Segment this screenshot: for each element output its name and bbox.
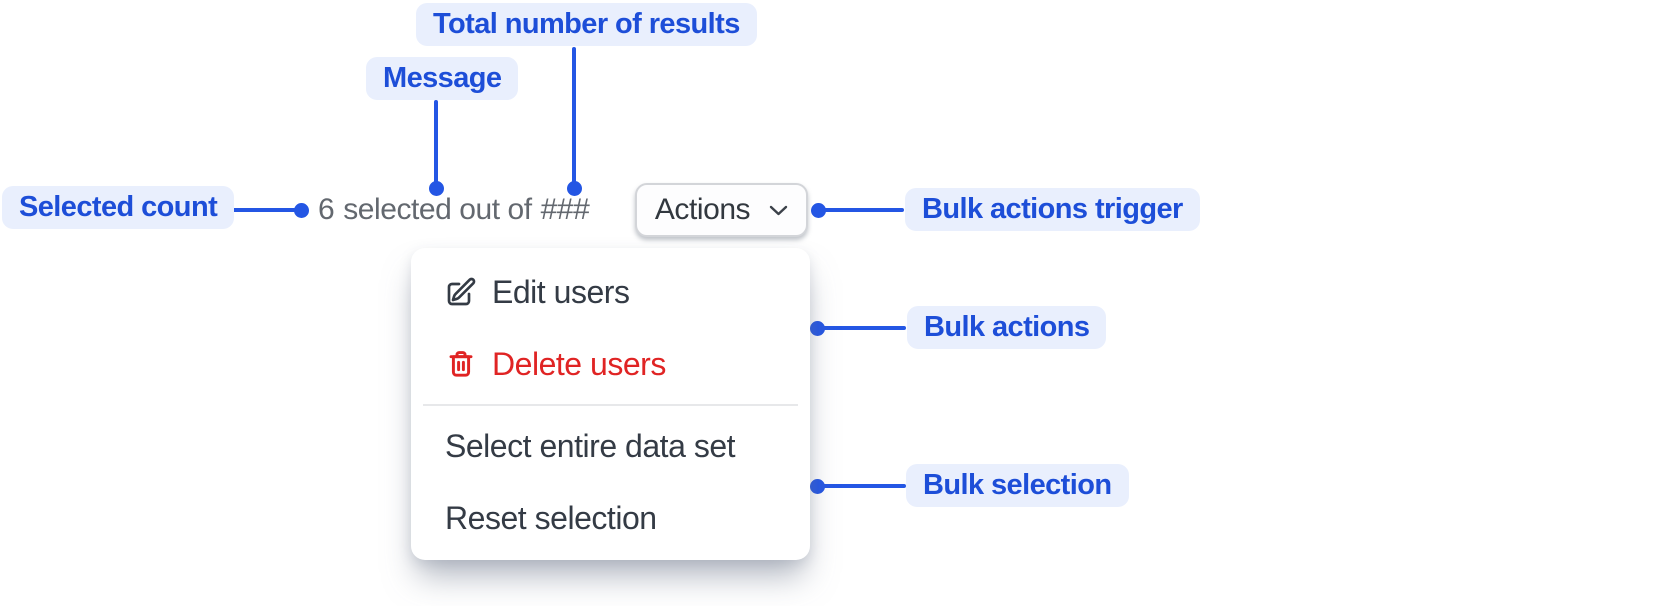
pencil-square-icon (447, 277, 476, 306)
connector-dot (810, 321, 825, 336)
menu-item-label: Reset selection (445, 499, 657, 536)
connector-dot (811, 203, 826, 218)
selection-message: 6 selected out of ### (318, 188, 590, 232)
menu-item-select-entire-data-set[interactable]: Select entire data set (411, 410, 810, 482)
trash-icon (449, 351, 473, 377)
chevron-down-icon (769, 205, 788, 215)
annotation-message: Message (366, 57, 519, 100)
connector-line (821, 484, 906, 488)
annotation-bulk-actions-trigger: Bulk actions trigger (905, 188, 1200, 231)
connector-line (822, 208, 904, 212)
connector-dot (429, 181, 444, 196)
bulk-actions-menu: Edit users Delete users Select entire da… (411, 248, 810, 560)
connector-dot (810, 479, 825, 494)
annotation-bulk-selection: Bulk selection (906, 464, 1129, 507)
selected-count-value: 6 (318, 193, 335, 226)
menu-item-delete-users[interactable]: Delete users (411, 328, 810, 400)
connector-line (221, 208, 301, 212)
selection-message-text: selected out of (343, 193, 532, 226)
menu-item-label: Edit users (492, 273, 630, 310)
annotation-bulk-actions: Bulk actions (907, 306, 1107, 349)
actions-button-label: Actions (654, 193, 751, 226)
bulk-actions-trigger-button[interactable]: Actions (635, 183, 808, 237)
connector-line (572, 47, 576, 189)
menu-divider (423, 404, 798, 406)
annotation-total-number-of-results: Total number of results (416, 3, 757, 46)
total-results-placeholder: ### (540, 193, 590, 226)
menu-item-label: Select entire data set (445, 427, 736, 464)
connector-line (434, 100, 438, 189)
annotation-selected-count: Selected count (2, 186, 235, 229)
menu-item-edit-users[interactable]: Edit users (411, 256, 810, 328)
connector-dot (567, 181, 582, 196)
menu-item-label: Delete users (492, 345, 666, 382)
menu-item-reset-selection[interactable]: Reset selection (411, 482, 810, 554)
connector-dot (294, 203, 309, 218)
connector-line (821, 326, 906, 330)
